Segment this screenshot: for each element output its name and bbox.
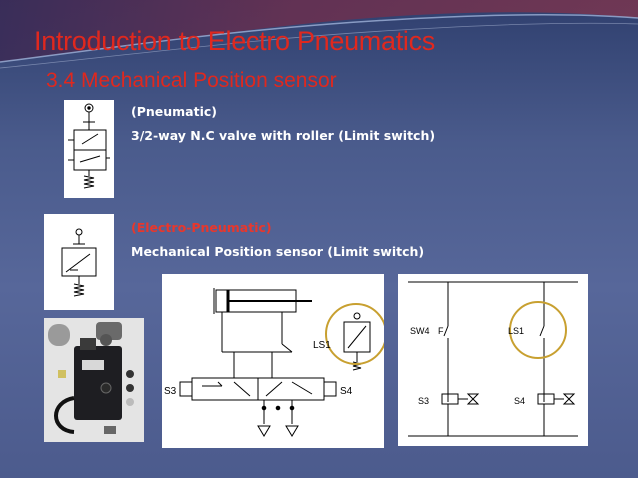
pneumatic-ls1-label: LS1 (313, 340, 331, 351)
limit-switch-symbol (44, 214, 114, 310)
pneumatic-s3-label: S3 (164, 386, 177, 397)
slide-subtitle: 3.4 Mechanical Position sensor (46, 69, 337, 92)
sw4-suffix: F (438, 326, 444, 336)
electro-pneumatic-description: Mechanical Position sensor (Limit switch… (131, 244, 425, 259)
electrical-ls1-label: LS1 (508, 326, 524, 336)
pneumatic-heading: (Pneumatic) (131, 104, 217, 119)
sw4-label: SW4 (410, 326, 430, 336)
electrical-s4-label: S4 (514, 396, 525, 406)
pneumatic-circuit-diagram: LS1 S3 S4 (162, 274, 384, 448)
pneumatic-s4-label: S4 (340, 386, 353, 397)
electrical-circuit-diagram: SW4 F LS1 S3 S4 (398, 274, 588, 446)
pneumatic-valve-symbol (64, 100, 114, 198)
header-swoosh (0, 0, 638, 69)
electro-pneumatic-heading: (Electro-Pneumatic) (131, 220, 272, 235)
slide-title: Introduction to Electro Pneumatics (34, 26, 436, 56)
limit-switch-photo (44, 318, 144, 442)
highlight-circle (509, 301, 567, 359)
pneumatic-description: 3/2-way N.C valve with roller (Limit swi… (131, 128, 436, 143)
electrical-s3-label: S3 (418, 396, 429, 406)
highlight-circle (325, 303, 384, 365)
